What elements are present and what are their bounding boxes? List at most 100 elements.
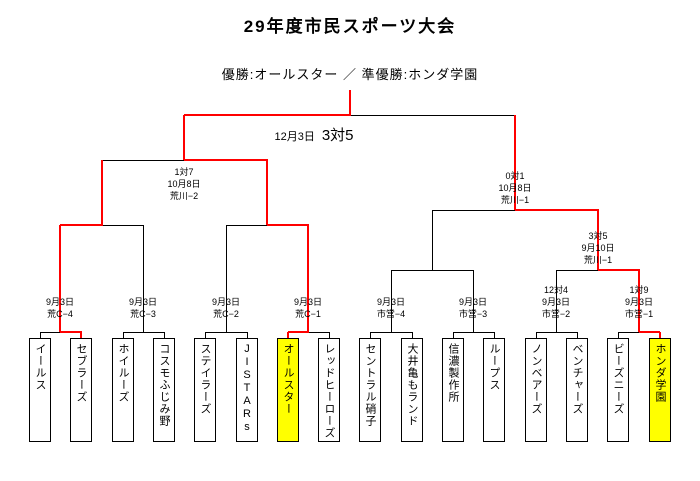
match-venue: 市営−2	[541, 309, 571, 319]
match-venue: 荒C−1	[295, 309, 321, 319]
advance-line	[184, 114, 351, 116]
advance-line	[598, 269, 640, 271]
team-box-1: イールス	[29, 338, 51, 442]
advance-line	[80, 332, 82, 338]
advance-line	[60, 331, 82, 333]
team-box-8: レッドヒーローズ	[318, 338, 340, 442]
team-box-11: 信濃製作所	[442, 338, 464, 442]
round1-label-6: 9月3日 市営−3	[443, 296, 503, 320]
team-box-3: ホイルーズ	[112, 338, 134, 442]
match-venue: 荒C−3	[130, 309, 156, 319]
team-box-15: ビーズニーズ	[607, 338, 629, 442]
team-box-12: ループス	[483, 338, 505, 442]
match-venue: 市営−4	[376, 309, 406, 319]
bracket-line	[205, 332, 206, 338]
team-box-14: ベンチャーズ	[566, 338, 588, 442]
advance-line	[349, 90, 351, 116]
bracket-line	[473, 270, 474, 332]
bracket-line	[164, 332, 165, 338]
match-score: 1対7	[174, 167, 194, 177]
bracket-line	[226, 225, 227, 332]
advance-line	[267, 224, 309, 226]
advance-line	[514, 115, 516, 210]
bracket-line	[494, 332, 495, 338]
team-box-2: セブラーズ	[70, 338, 92, 442]
team-box-4: コスモふじみ野	[153, 338, 175, 442]
match-date: 9月3日	[211, 297, 240, 307]
advance-line	[183, 115, 185, 160]
advance-line	[307, 225, 309, 332]
final-match-label: 12月3日 3対5	[244, 124, 384, 145]
match-score: 1対9	[629, 285, 649, 295]
bracket-line	[370, 332, 412, 333]
match-date: 10月8日	[167, 179, 201, 189]
match-date: 9月3日	[293, 297, 322, 307]
advance-line	[288, 331, 309, 333]
bracket-line	[453, 332, 494, 333]
team-box-6: JISTARs	[236, 338, 258, 442]
bracket-line	[536, 332, 537, 338]
final-date: 12月3日	[274, 131, 315, 143]
bracket-line	[391, 270, 392, 332]
bracket-line	[453, 332, 454, 338]
bracket-line	[123, 332, 124, 338]
bracket-line	[205, 332, 247, 333]
bracket-line	[432, 210, 433, 270]
result-summary: 優勝:オールスター ／ 準優勝:ホンダ学園	[221, 67, 479, 82]
advance-line	[597, 210, 599, 270]
advance-line	[266, 160, 268, 225]
round1-label-1: 9月3日 荒C−4	[30, 296, 90, 320]
advance-line	[515, 209, 599, 211]
match-venue: 市営−1	[624, 309, 654, 319]
team-box-13: ノンベアーズ	[525, 338, 547, 442]
match-date: 9月3日	[45, 297, 74, 307]
semifinal-left-label: 1対7 10月8日 荒川−2	[152, 166, 216, 202]
team-box-9: セントラル硝子	[359, 338, 381, 442]
bracket-line	[618, 332, 619, 338]
team-box-5: ステイラーズ	[194, 338, 216, 442]
advance-line	[59, 225, 61, 332]
round1-label-7: 12対4 9月3日 市営−2	[526, 284, 586, 320]
advance-line	[659, 332, 661, 338]
bracket-line	[370, 332, 371, 338]
bracket-line	[391, 270, 473, 271]
round1-label-5: 9月3日 市営−4	[361, 296, 421, 320]
bracket-line	[556, 270, 557, 332]
match-venue: 荒川−1	[500, 195, 530, 205]
match-date: 9月3日	[541, 297, 570, 307]
quarterfinal-right-label: 3対5 9月10日 荒川−1	[566, 230, 630, 266]
team-box-16-runner-up: ホンダ学園	[649, 338, 671, 442]
round1-label-8: 1対9 9月3日 市営−1	[609, 284, 669, 320]
match-score: 0対1	[505, 171, 525, 181]
match-venue: 荒C−4	[47, 309, 73, 319]
match-venue: 荒C−2	[213, 309, 239, 319]
team-box-10: 大井亀もランド	[401, 338, 423, 442]
page-title: 29年度市民スポーツ大会	[243, 17, 457, 36]
final-score: 3対5	[321, 127, 354, 144]
advance-line	[287, 332, 289, 338]
bracket-line	[577, 332, 578, 338]
round1-label-2: 9月3日 荒C−3	[113, 296, 173, 320]
match-venue: 荒川−2	[169, 191, 199, 201]
match-date: 9月3日	[376, 297, 405, 307]
match-date: 9月10日	[581, 243, 615, 253]
bracket-line	[143, 225, 144, 332]
bracket-line	[123, 332, 164, 333]
bracket-line	[40, 332, 41, 338]
bracket-line	[247, 332, 248, 338]
round1-label-3: 9月3日 荒C−2	[196, 296, 256, 320]
bracket-line	[329, 332, 330, 338]
semifinal-right-label: 0対1 10月8日 荒川−1	[483, 170, 547, 206]
team-box-7-champion: オールスター	[277, 338, 299, 442]
advance-line	[638, 270, 640, 332]
round1-label-4: 9月3日 荒C−1	[278, 296, 338, 320]
match-venue: 荒川−1	[583, 255, 613, 265]
match-date: 9月3日	[624, 297, 653, 307]
bracket-line	[536, 332, 577, 333]
match-score: 12対4	[543, 285, 569, 295]
advance-line	[184, 159, 268, 161]
match-venue: 市営−3	[458, 309, 488, 319]
advance-line	[60, 224, 103, 226]
advance-line	[639, 331, 660, 333]
bracket-line	[556, 270, 639, 271]
